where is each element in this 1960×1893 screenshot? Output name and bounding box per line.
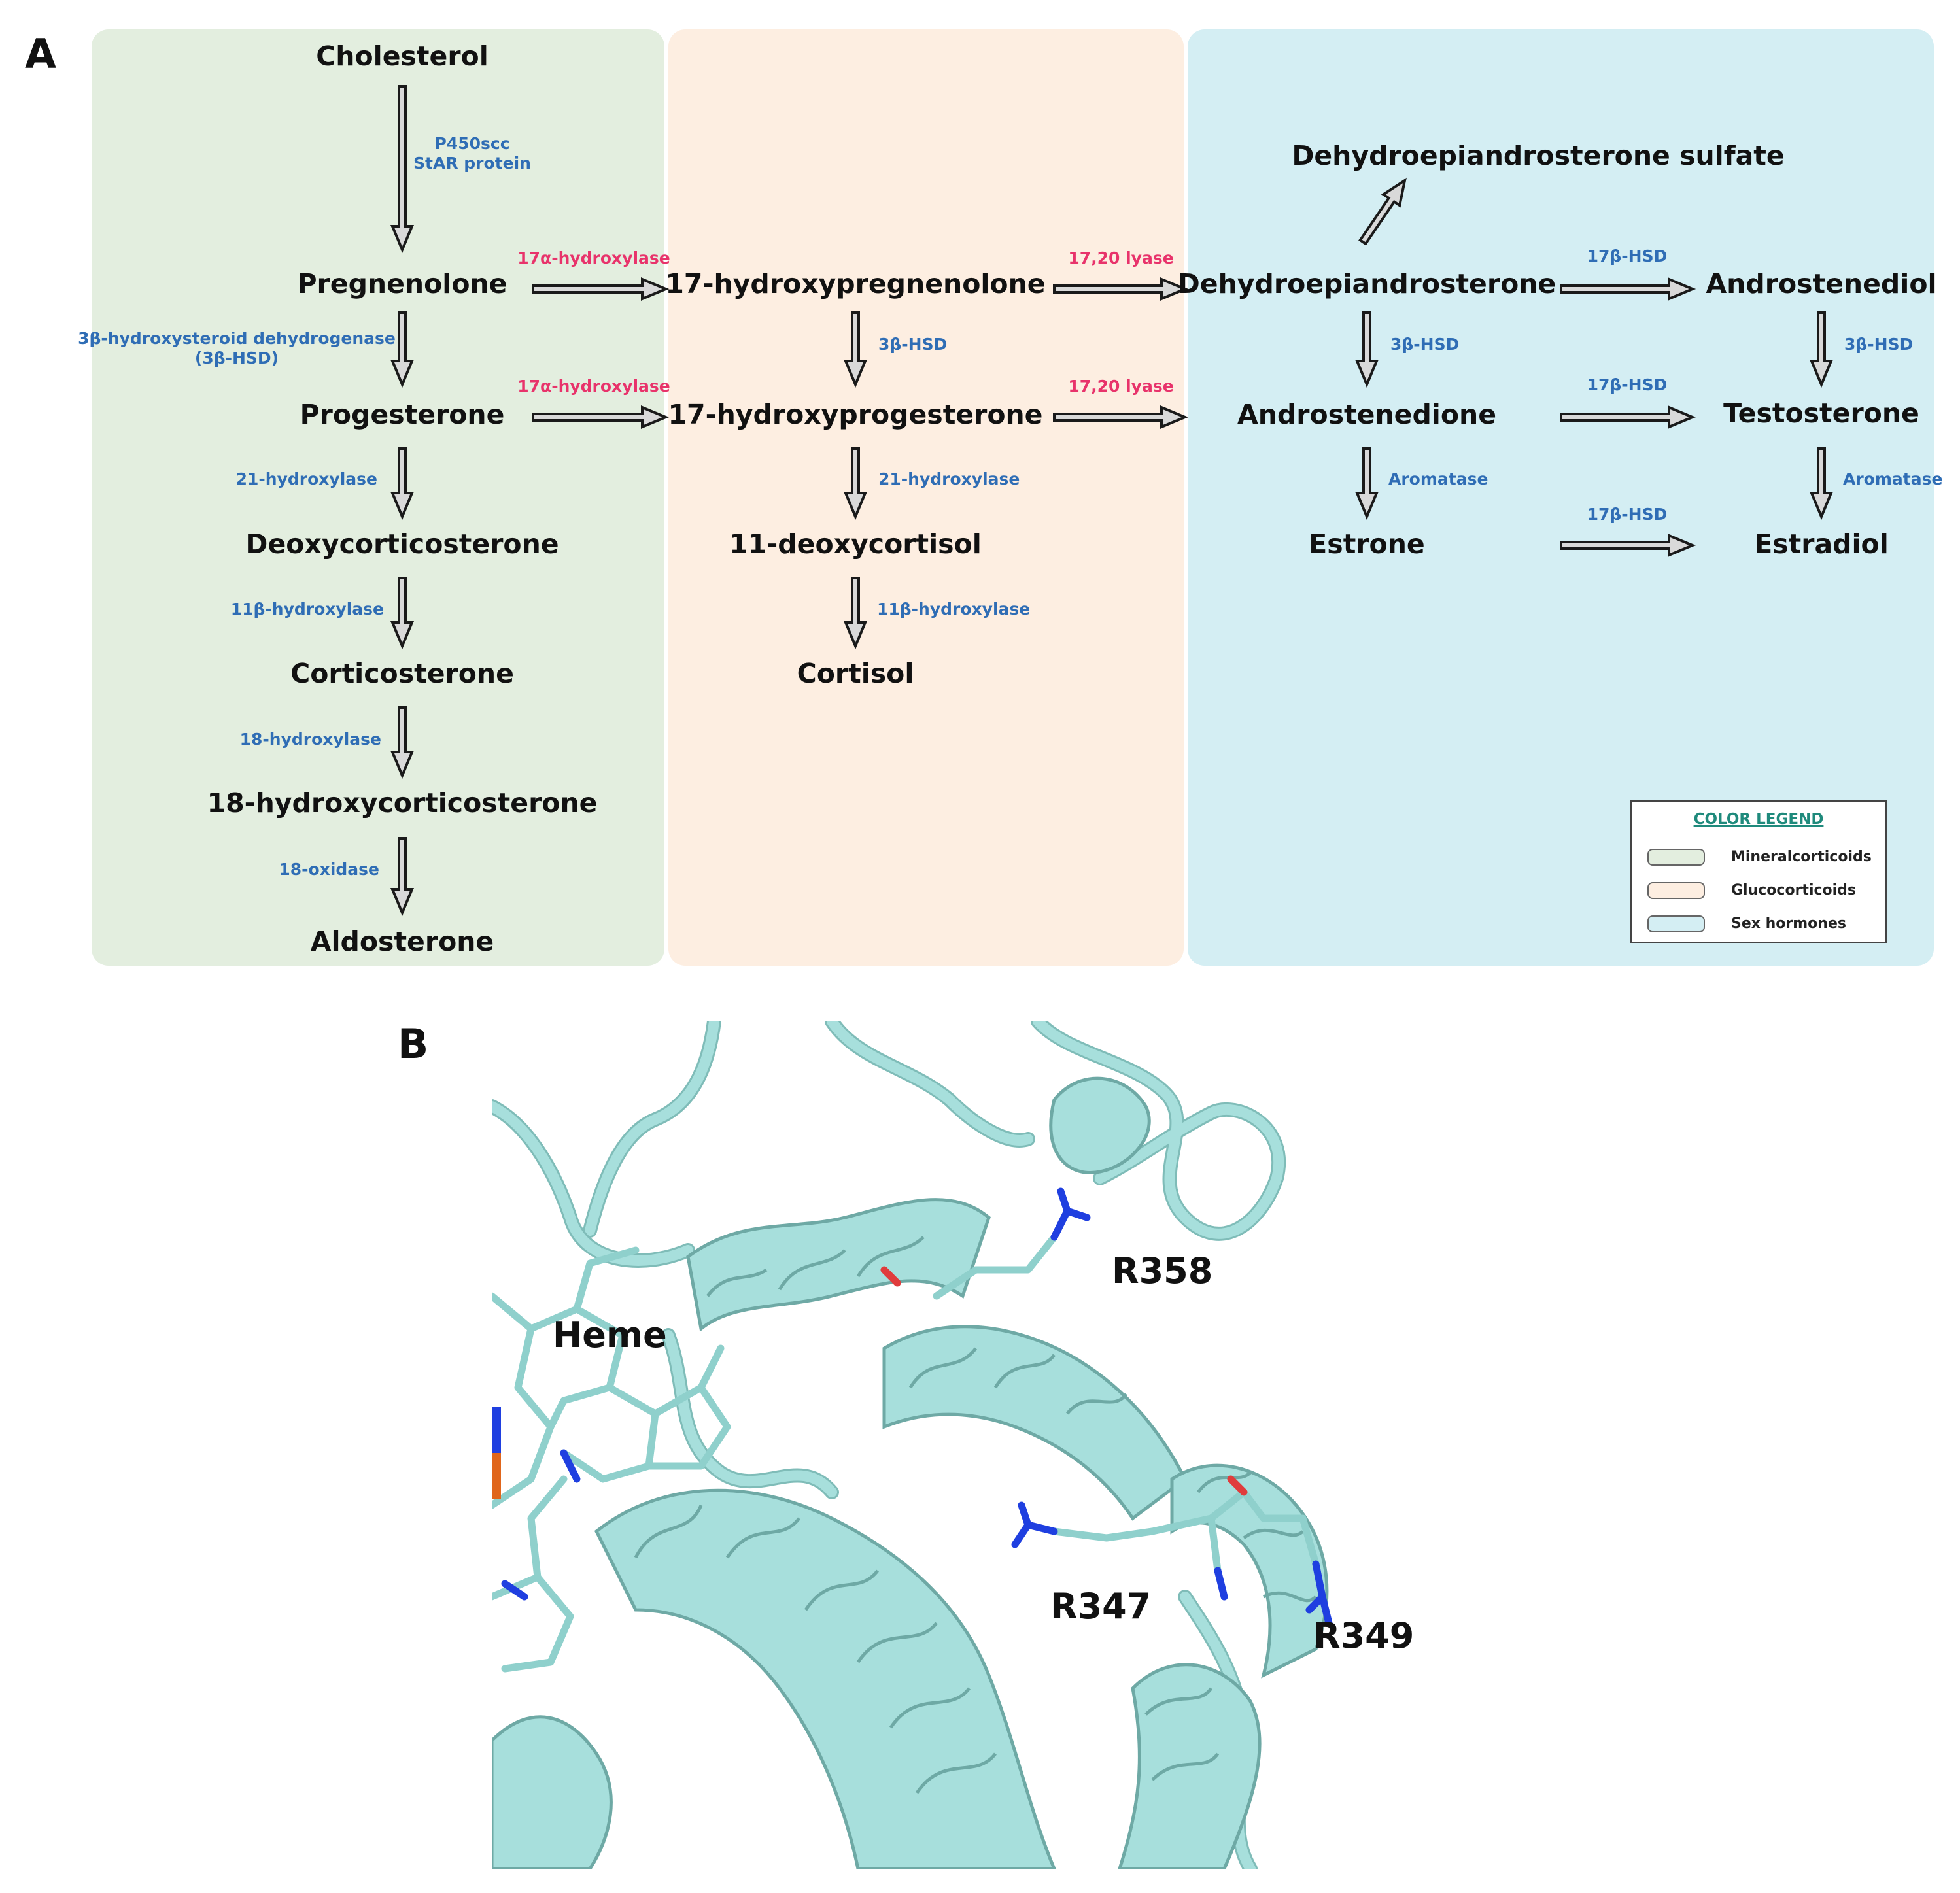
protein-helices bbox=[492, 1076, 1329, 1869]
molecule-11-deoxycortisol: 11-deoxycortisol bbox=[729, 528, 982, 560]
enzyme-17a-hydroxylase-1: 17α-hydroxylase bbox=[517, 248, 670, 267]
molecule-deoxycorticosterone: Deoxycorticosterone bbox=[245, 528, 559, 560]
legend-swatch-mineralcorticoids bbox=[1647, 849, 1705, 866]
enzyme-star-protein: StAR protein bbox=[413, 154, 531, 173]
arrow-18-hydroxycorticosterone-to-aldosterone bbox=[390, 837, 414, 917]
arrow-dhea-to-androstenediol bbox=[1560, 277, 1696, 301]
arrow-17-hydroxyprogesterone-to-11-deoxycortisol bbox=[844, 447, 867, 520]
color-legend: COLOR LEGEND Mineralcorticoids Glucocort… bbox=[1630, 800, 1887, 943]
enzyme-aromatase-b: Aromatase bbox=[1843, 469, 1943, 488]
legend-title: COLOR LEGEND bbox=[1693, 811, 1824, 828]
molecule-androstenediol: Androstenediol bbox=[1706, 268, 1937, 299]
arrow-cholesterol-to-pregnenolone bbox=[390, 85, 414, 254]
arrow-17-hydroxyprogesterone-to-androstenedione bbox=[1053, 405, 1189, 429]
arrow-progesterone-to-deoxycorticosterone bbox=[390, 447, 414, 520]
residue-side-chains bbox=[880, 1187, 1333, 1627]
arrow-17-hydroxypregnenolone-to-dhea bbox=[1053, 277, 1189, 301]
legend-swatch-sex-hormones bbox=[1647, 915, 1705, 932]
molecule-progesterone: Progesterone bbox=[300, 399, 505, 430]
legend-swatch-glucocorticoids bbox=[1647, 882, 1705, 899]
enzyme-17b-hsd-1: 17β-HSD bbox=[1587, 247, 1668, 265]
arrow-corticosterone-to-18-hydroxycorticosterone bbox=[390, 706, 414, 779]
enzyme-3b-hsd-abbreviation: (3β-HSD) bbox=[194, 349, 279, 367]
mineralocorticoid-region bbox=[92, 29, 664, 966]
enzyme-18-hydroxylase: 18-hydroxylase bbox=[239, 730, 381, 749]
label-r358: R358 bbox=[1112, 1250, 1213, 1291]
arrow-androstenedione-to-testosterone bbox=[1560, 405, 1696, 429]
enzyme-3b-hsd-b: 3β-HSD bbox=[878, 335, 948, 354]
arrow-dhea-to-dheas bbox=[1358, 177, 1407, 246]
arrow-pregnenolone-to-17-hydroxypregnenolone bbox=[532, 277, 670, 301]
enzyme-p450scc: P450scc bbox=[434, 134, 510, 153]
molecule-18-hydroxycorticosterone: 18-hydroxycorticosterone bbox=[207, 787, 598, 819]
panel-label-a: A bbox=[25, 30, 56, 78]
heme-sticks bbox=[492, 1246, 731, 1673]
molecule-estradiol: Estradiol bbox=[1754, 528, 1889, 560]
enzyme-3b-hydroxysteroid-dehydrogenase: 3β-hydroxysteroid dehydrogenase bbox=[78, 329, 396, 348]
arrow-11-deoxycortisol-to-cortisol bbox=[844, 577, 867, 650]
enzyme-17b-hsd-2: 17β-HSD bbox=[1587, 375, 1668, 394]
heme-iron-atom bbox=[492, 1453, 501, 1499]
arrow-androstenedione-to-estrone bbox=[1355, 447, 1379, 520]
legend-label-mineralcorticoids: Mineralcorticoids bbox=[1731, 849, 1872, 865]
enzyme-17b-hsd-3: 17β-HSD bbox=[1587, 505, 1668, 524]
arrow-estrone-to-estradiol bbox=[1560, 534, 1696, 557]
molecule-androstenedione: Androstenedione bbox=[1237, 399, 1497, 430]
molecule-dheas: Dehydroepiandrosterone sulfate bbox=[1292, 140, 1785, 171]
molecule-17-hydroxyprogesterone: 17-hydroxyprogesterone bbox=[668, 399, 1043, 430]
molecule-corticosterone: Corticosterone bbox=[290, 658, 514, 689]
arrow-deoxycorticosterone-to-corticosterone bbox=[390, 577, 414, 650]
molecule-testosterone: Testosterone bbox=[1723, 398, 1919, 429]
panel-label-b: B bbox=[398, 1020, 429, 1068]
arrow-pregnenolone-to-progesterone bbox=[390, 311, 414, 388]
molecule-cholesterol: Cholesterol bbox=[316, 41, 489, 72]
legend-label-sex-hormones: Sex hormones bbox=[1731, 915, 1846, 932]
protein-structure-render bbox=[492, 1021, 1333, 1869]
enzyme-17-20-lyase-2: 17,20 lyase bbox=[1068, 377, 1174, 396]
enzyme-21-hydroxylase-b: 21-hydroxylase bbox=[878, 469, 1020, 488]
molecule-aldosterone: Aldosterone bbox=[310, 926, 494, 957]
enzyme-3b-hsd-full: 3β-hydroxysteroid dehydrogenase (3β-HSD) bbox=[78, 329, 396, 368]
enzyme-17-20-lyase-1: 17,20 lyase bbox=[1068, 248, 1174, 267]
enzyme-p450scc-star: P450scc StAR protein bbox=[413, 134, 531, 173]
arrow-17-hydroxypregnenolone-to-17-hydroxyprogesterone bbox=[844, 311, 867, 388]
arrow-progesterone-to-17-hydroxyprogesterone bbox=[532, 405, 670, 429]
label-r347: R347 bbox=[1050, 1586, 1152, 1627]
label-r349: R349 bbox=[1313, 1615, 1415, 1656]
molecule-17-hydroxypregnenolone: 17-hydroxypregnenolone bbox=[665, 268, 1046, 299]
arrow-androstenediol-to-testosterone bbox=[1810, 311, 1833, 388]
molecule-estrone: Estrone bbox=[1309, 528, 1425, 560]
enzyme-21-hydroxylase-a: 21-hydroxylase bbox=[235, 469, 377, 488]
molecule-pregnenolone: Pregnenolone bbox=[297, 268, 507, 299]
molecule-cortisol: Cortisol bbox=[797, 658, 914, 689]
pathway-arrows bbox=[390, 85, 1833, 917]
heme-nitrogen-atoms bbox=[501, 1449, 581, 1601]
enzyme-11b-hydroxylase-b: 11β-hydroxylase bbox=[877, 600, 1031, 619]
enzyme-11b-hydroxylase-a: 11β-hydroxylase bbox=[230, 600, 384, 619]
legend-label-glucocorticoids: Glucocorticoids bbox=[1731, 882, 1857, 898]
enzyme-17a-hydroxylase-2: 17α-hydroxylase bbox=[517, 377, 670, 396]
enzyme-3b-hsd-d: 3β-HSD bbox=[1844, 335, 1914, 354]
label-heme: Heme bbox=[553, 1314, 667, 1356]
enzyme-3b-hsd-c: 3β-HSD bbox=[1390, 335, 1460, 354]
enzyme-aromatase-a: Aromatase bbox=[1388, 469, 1488, 488]
glucocorticoid-region bbox=[668, 29, 1184, 966]
arrow-testosterone-to-estradiol bbox=[1810, 447, 1833, 520]
arrow-dhea-to-androstenedione bbox=[1355, 311, 1379, 388]
enzyme-18-oxidase: 18-oxidase bbox=[279, 860, 379, 879]
molecule-dhea: Dehydroepiandrosterone bbox=[1177, 268, 1556, 299]
